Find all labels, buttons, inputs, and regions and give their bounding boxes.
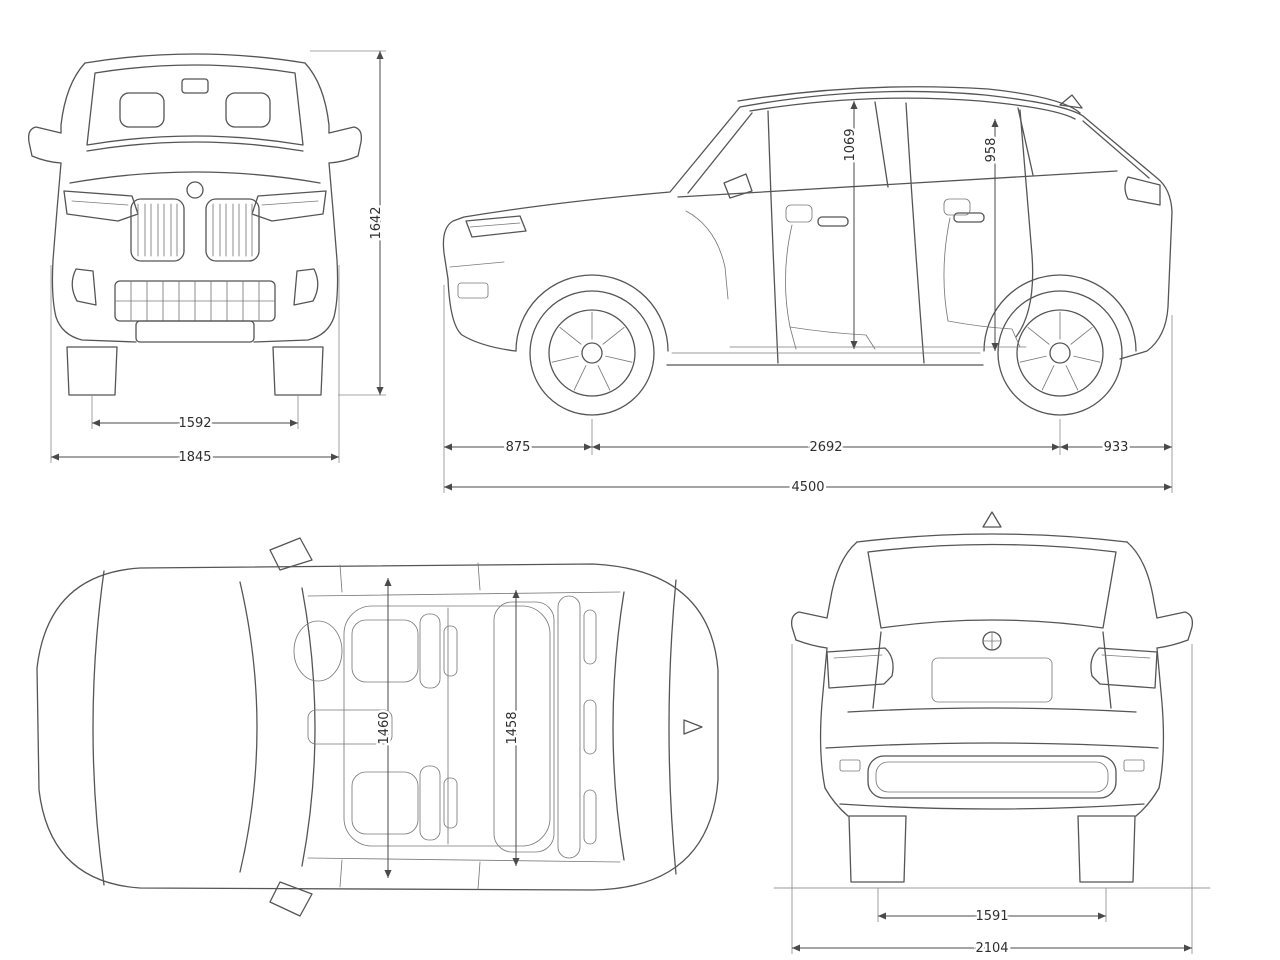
rear-window — [867, 543, 1117, 629]
right-mirror — [1156, 611, 1193, 649]
right-taillight — [1090, 647, 1158, 689]
kidney-grille — [130, 198, 260, 262]
roof-rail — [737, 86, 1081, 114]
left-mirror — [28, 126, 62, 164]
front-view-drawing: 1642 1592 1845 — [28, 50, 387, 468]
interior-seats — [685, 198, 1027, 350]
left-mirror — [269, 537, 313, 571]
front-dimensions: 1642 1592 1845 — [50, 50, 387, 468]
antenna-fin — [982, 511, 1002, 528]
bmw-logo — [186, 181, 204, 199]
top-dimensions: 1460 1458 — [375, 578, 523, 878]
right-reflector — [1123, 759, 1145, 772]
rear-car-body — [773, 511, 1211, 889]
roof-rail-right — [307, 857, 621, 863]
bumper-trim — [867, 755, 1117, 799]
rear-view-drawing: 1591 2104 — [773, 511, 1211, 958]
front-bumper — [55, 268, 335, 343]
steering-wheel — [293, 620, 343, 682]
headlight — [465, 215, 527, 238]
tailgate-line — [668, 579, 677, 875]
front-wheel — [529, 290, 655, 416]
right-headrest — [225, 92, 271, 128]
rear-wheel — [997, 290, 1123, 416]
fog-light — [457, 282, 489, 299]
top-interior — [293, 595, 597, 859]
license-plate-recess — [931, 657, 1053, 703]
dim-front-interior-height: 1069 — [843, 128, 858, 161]
side-dimensions: 1069 958 875 2692 933 4500 — [443, 101, 1173, 498]
rear-door-handle — [953, 212, 985, 223]
rear-window-arc — [612, 591, 625, 861]
side-view-drawing: 1069 958 875 2692 933 4500 — [442, 86, 1173, 498]
front-wheel-arch — [515, 274, 669, 352]
top-car-body — [36, 537, 719, 917]
dim-width-incl-mirrors: 2104 — [975, 941, 1008, 956]
top-view-drawing: 1460 1458 — [36, 537, 719, 917]
left-wheel — [848, 815, 907, 883]
front-headlights — [63, 190, 327, 222]
dim-wheelbase: 2692 — [809, 440, 842, 455]
dim-overall-height: 1642 — [369, 206, 384, 239]
left-headrest — [119, 92, 165, 128]
antenna-fin — [683, 719, 703, 735]
right-mirror — [269, 881, 313, 917]
left-taillight — [826, 647, 894, 689]
side-car-body — [442, 86, 1173, 366]
dim-track-width: 1592 — [178, 416, 211, 431]
dim-body-width: 1845 — [178, 450, 211, 465]
dim-rear-interior-height: 958 — [984, 138, 999, 163]
left-mirror — [791, 611, 828, 649]
rear-dimensions: 1591 2104 — [791, 644, 1193, 958]
right-wheel — [1077, 815, 1136, 883]
rearview-mirror — [181, 78, 209, 94]
dim-rear-overhang: 933 — [1104, 440, 1129, 455]
bmw-logo — [982, 631, 1002, 651]
dim-overall-length: 4500 — [791, 480, 824, 495]
taillight — [1124, 176, 1161, 206]
dim-rear-track-width: 1591 — [975, 909, 1008, 924]
panoramic-roof — [343, 605, 551, 847]
windshield — [86, 64, 304, 146]
dim-rear-interior-width: 1458 — [505, 711, 520, 744]
windshield-arc — [301, 587, 316, 867]
front-wheels — [66, 346, 324, 396]
roof-rail-left — [307, 591, 621, 597]
front-car-body — [28, 53, 362, 318]
dim-front-interior-width: 1460 — [377, 711, 392, 744]
center-console — [307, 709, 393, 745]
antenna-fin — [1059, 94, 1083, 109]
right-mirror — [328, 126, 362, 164]
front-door-handle — [817, 216, 849, 227]
left-reflector — [839, 759, 861, 772]
rear-bench — [493, 601, 555, 853]
side-mirror — [723, 173, 753, 199]
dim-front-overhang: 875 — [506, 440, 531, 455]
